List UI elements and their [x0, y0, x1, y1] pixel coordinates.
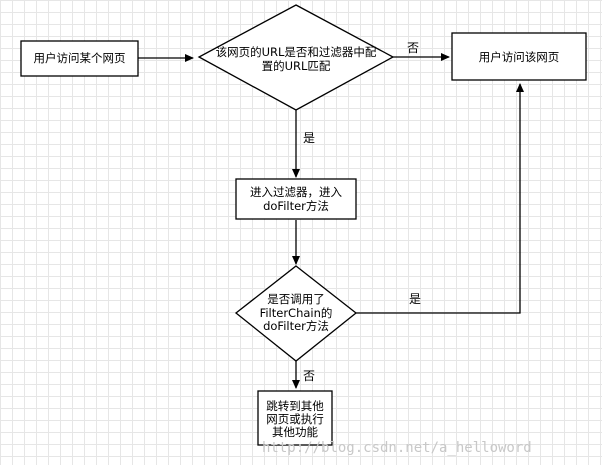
watermark: http://blog.csdn.net/a_helloword [262, 440, 532, 456]
node-visit-target: 用户访问该网页 [451, 32, 587, 81]
edge-label-chain-no: 否 [303, 369, 315, 383]
edge-label-match-no: 否 [407, 41, 419, 55]
decision-url-match-line2: 置的URL匹配 [262, 59, 331, 73]
decision-filter-chain-line2: FilterChain的 [260, 306, 333, 320]
edge-label-chain-yes: 是 [409, 292, 421, 306]
decision-filter-chain-line1: 是否调用了 [267, 292, 325, 306]
node-enter-filter-line2: doFilter方法 [263, 199, 329, 213]
edge-chain-yes [356, 83, 524, 314]
node-redirect-line3: 其他功能 [272, 425, 318, 439]
node-redirect-line2: 网页或执行 [266, 412, 324, 426]
decision-filter-chain: 是否调用了 FilterChain的 doFilter方法 [234, 265, 358, 362]
node-enter-filter-line1: 进入过滤器，进入 [250, 185, 342, 199]
decision-url-match-line1: 该网页的URL是否和过滤器中配 [216, 45, 377, 59]
node-redirect-line1: 跳转到其他 [266, 399, 324, 413]
edge-label-match-yes: 是 [303, 131, 315, 145]
decision-url-match: 该网页的URL是否和过滤器中配 置的URL匹配 [197, 4, 395, 111]
decision-filter-chain-line3: doFilter方法 [263, 319, 329, 333]
node-redirect: 跳转到其他 网页或执行 其他功能 [257, 390, 333, 446]
node-visit-page: 用户访问某个网页 [20, 40, 139, 77]
node-visit-page-label: 用户访问某个网页 [34, 51, 126, 65]
node-enter-filter: 进入过滤器，进入 doFilter方法 [235, 178, 357, 220]
node-visit-target-label: 用户访问该网页 [479, 50, 560, 64]
